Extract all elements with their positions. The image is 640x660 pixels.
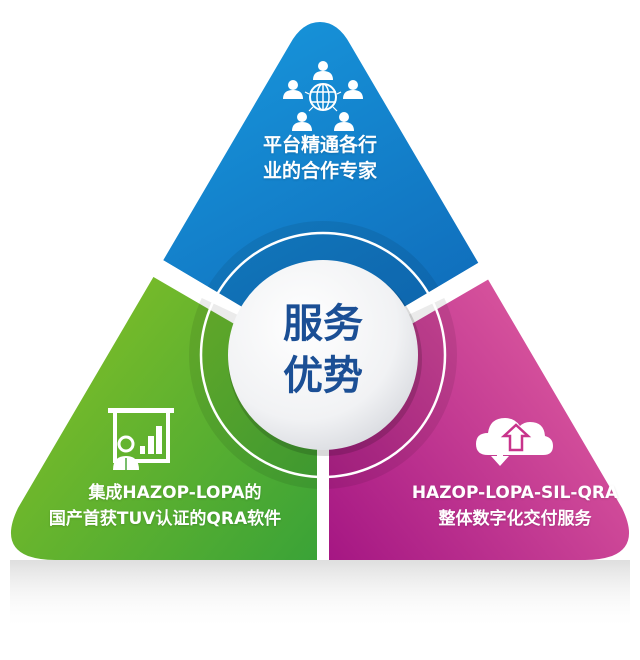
segment-top-line1: 平台精通各行 [262, 134, 377, 156]
center-title-line2: 优势 [283, 353, 363, 399]
reflection-shadow [10, 560, 630, 630]
center-title-line1: 服务 [283, 301, 363, 347]
segment-right-label: HAZOP-LOPA-SIL-QRA 整体数字化交付服务 [395, 480, 635, 532]
segment-left-line1: 集成HAZOP-LOPA的 [88, 483, 262, 503]
segment-right-line2: 整体数字化交付服务 [438, 509, 592, 529]
segment-left-label: 集成HAZOP-LOPA的 国产首获TUV认证的QRA软件 [0, 480, 330, 532]
presentation-chart-icon [108, 408, 174, 470]
center-circle [228, 260, 418, 450]
segment-top-line2: 业的合作专家 [262, 160, 377, 182]
segment-left-line2: 国产首获TUV认证的QRA软件 [48, 509, 282, 529]
segment-right-line1: HAZOP-LOPA-SIL-QRA [411, 483, 619, 503]
expert-network-icon [283, 61, 363, 131]
cloud-upload-download-icon [476, 418, 553, 466]
segment-top-label: 平台精通各行 业的合作专家 [220, 132, 420, 184]
center-title: 服务 优势 [228, 298, 418, 402]
